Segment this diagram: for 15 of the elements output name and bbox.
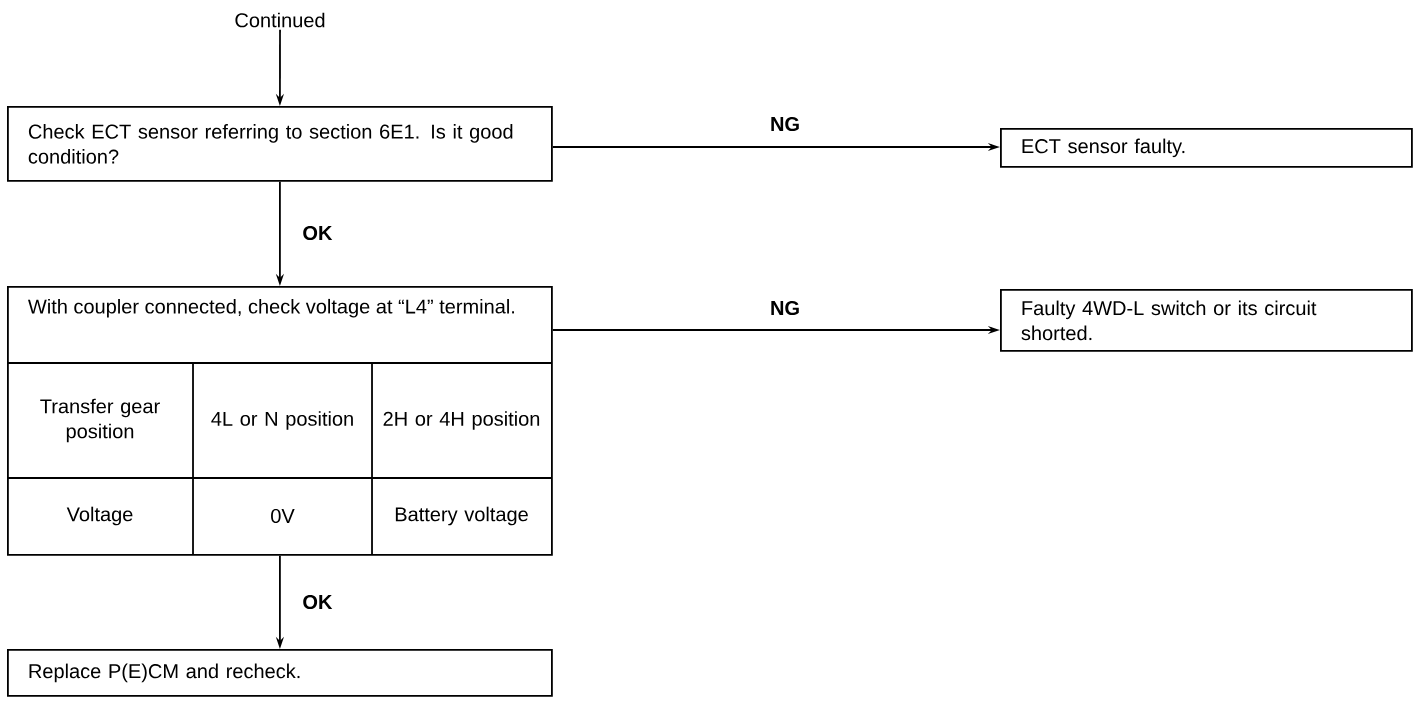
edge-label: NG (768, 114, 802, 134)
edge-label: OK (300, 223, 335, 243)
table-cell: 2H or 4H position (383, 411, 540, 430)
process-box: Replace P(E)CM and recheck. (7, 649, 553, 697)
process-box: Check ECT sensor referring to section 6E1. Is it good condition? (7, 106, 553, 182)
table-cell: 4L or N position (211, 411, 353, 430)
table-cell: Transfer gear position (40, 398, 160, 443)
process-box: Faulty 4WD-L switch or its circuit shorted. (1000, 289, 1413, 352)
table-cell: 0V (271, 508, 295, 524)
flow-start-text: Continued (235, 12, 325, 28)
process-box: ECT sensor faulty. (1000, 128, 1413, 168)
table-cell: Battery voltage (395, 506, 528, 526)
edge-label: NG (768, 298, 802, 318)
table-cell: Voltage (66, 506, 133, 526)
edge-label: OK (300, 592, 335, 612)
